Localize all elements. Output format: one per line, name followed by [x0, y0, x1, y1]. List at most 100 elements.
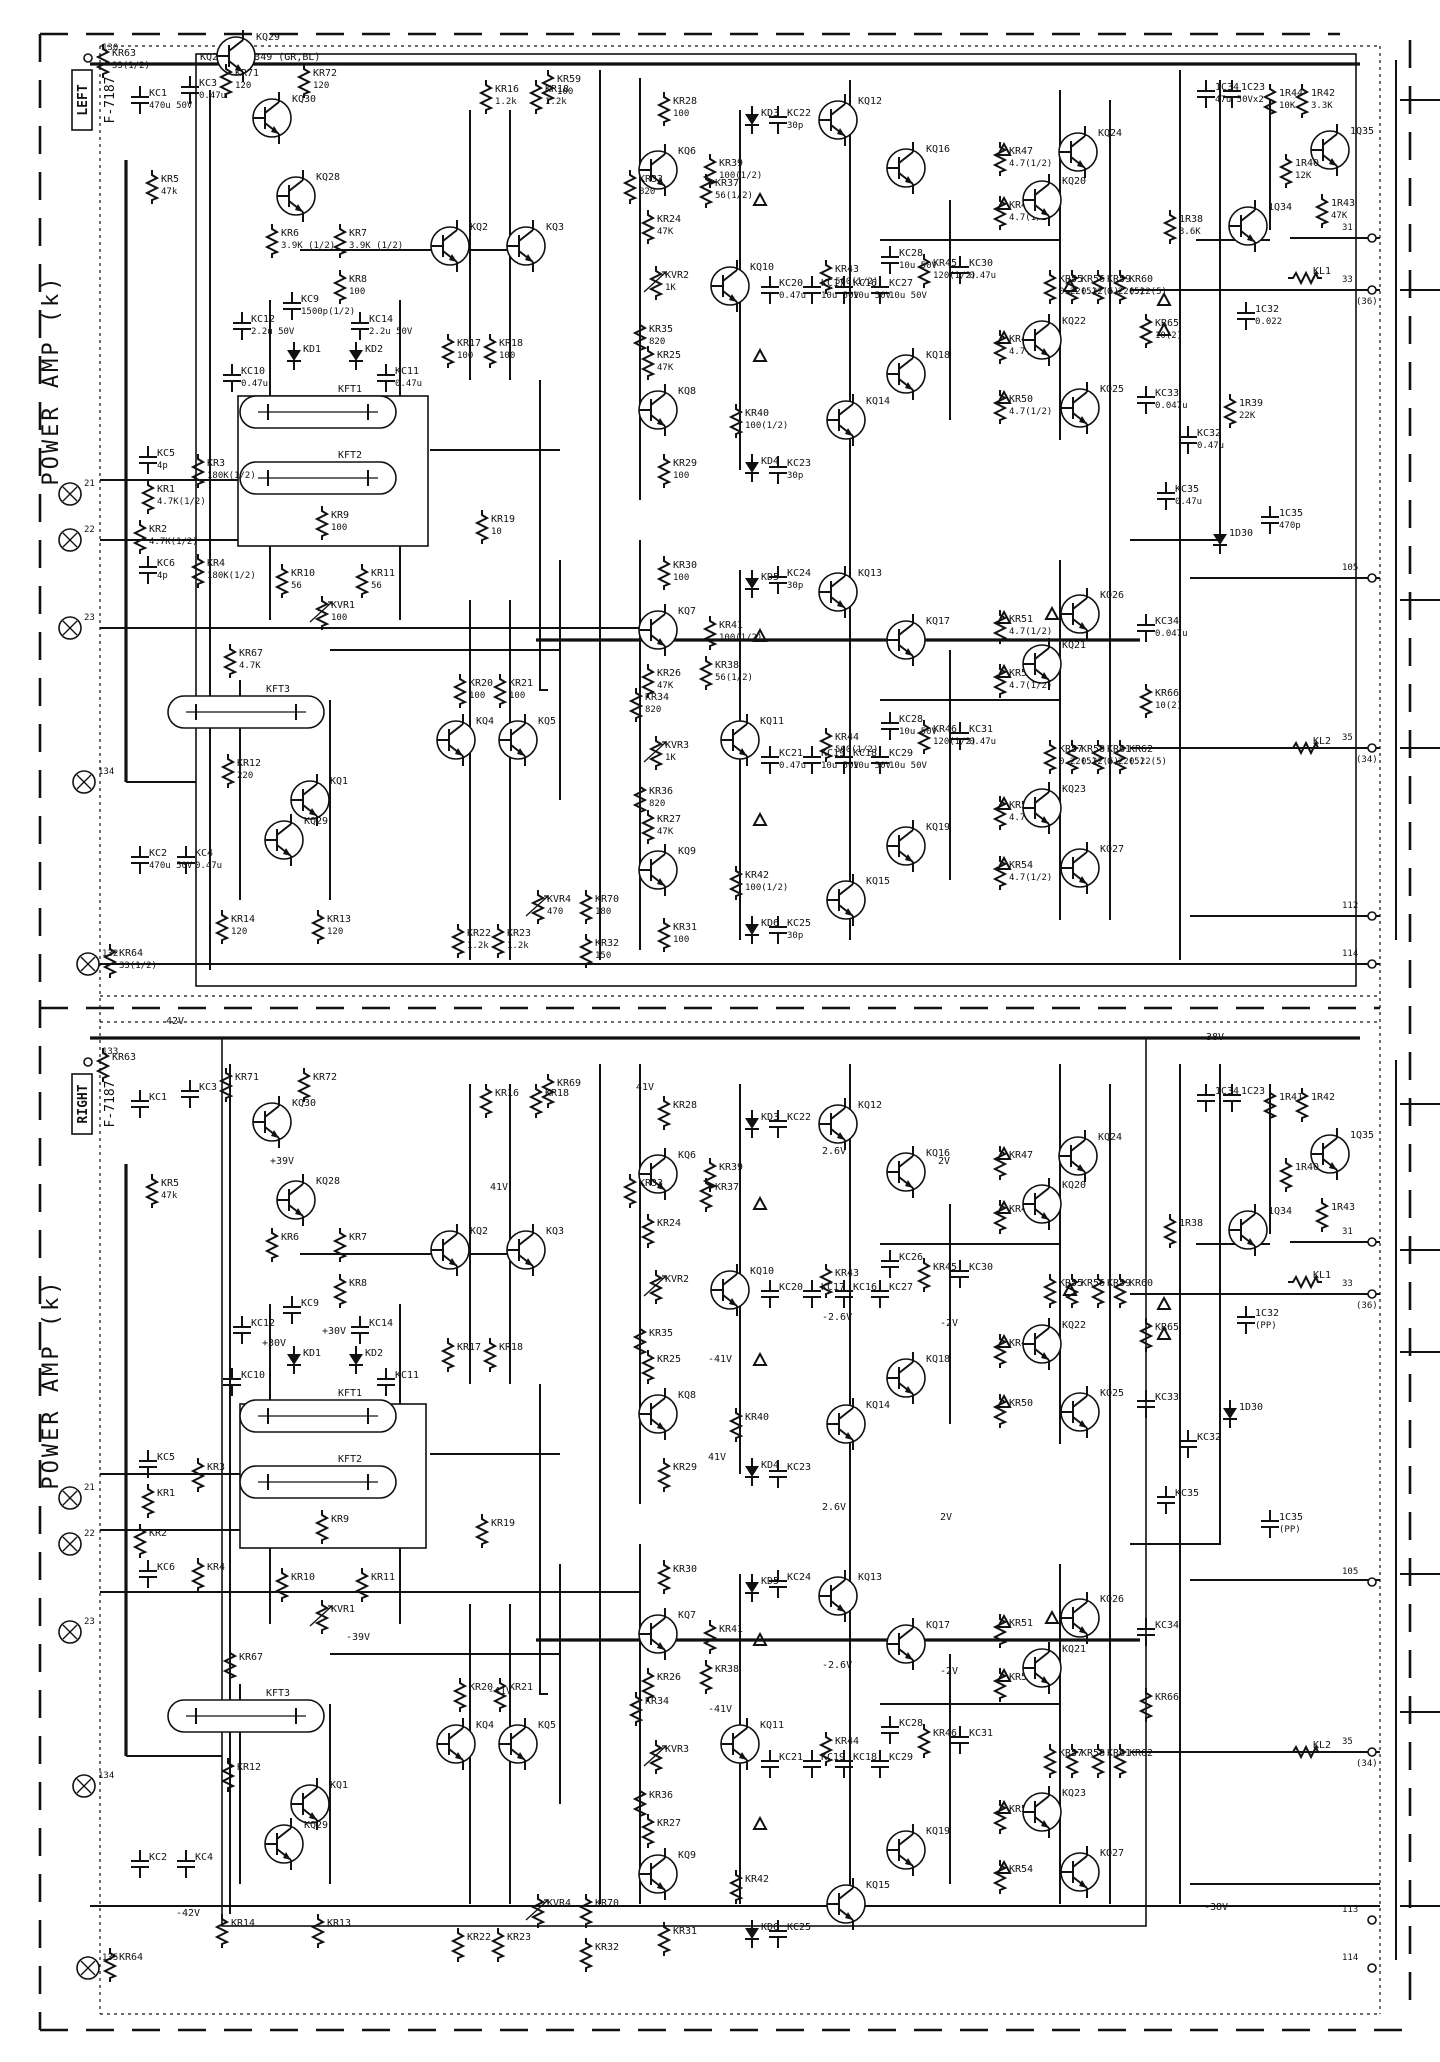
- component-ref: KFT3: [266, 1688, 290, 1699]
- component-ref: KQ24: [1098, 128, 1122, 139]
- component-ref: KC14: [369, 314, 393, 325]
- resistor-kr65: KR6510(2): [1140, 313, 1182, 349]
- component-value: 30p: [787, 931, 803, 941]
- component-ref: KC6: [157, 558, 175, 569]
- dual-fet-kft1: KFT1: [239, 1388, 397, 1433]
- component-value: 470p: [1279, 521, 1301, 531]
- component-ref: KC20: [779, 1282, 803, 1293]
- component-ref: KQ11: [760, 1720, 784, 1731]
- component-value: 470: [547, 907, 563, 917]
- component-ref: KQ12: [858, 96, 882, 107]
- component-ref: KR19: [491, 1518, 515, 1529]
- component-ref: KQ26: [1100, 1594, 1124, 1605]
- component-ref: KR2: [149, 1528, 167, 1539]
- resistor-kr69: KR69: [542, 1073, 581, 1109]
- resistor-kr12: KR12: [222, 1757, 261, 1793]
- resistor-kr27: KR27: [642, 1813, 681, 1849]
- resistor-kr50: KR50: [994, 1393, 1033, 1429]
- diode-kd1: KD1: [286, 341, 321, 371]
- transistor-kq8: KQ8: [638, 1387, 696, 1441]
- terminal-number: 35: [1342, 1737, 1353, 1747]
- component-ref: KD1: [303, 344, 321, 355]
- transistor-kq14: KQ14: [826, 1397, 890, 1451]
- component-ref: KR37: [715, 178, 739, 189]
- transistor-kq30: KQ30: [252, 91, 316, 145]
- component-ref: KC6: [157, 1562, 175, 1573]
- component-ref: 1Q35: [1350, 126, 1374, 137]
- component-ref: KR14: [231, 914, 255, 925]
- component-ref: 1R43: [1331, 1202, 1355, 1213]
- resistor-kr45: KR45: [918, 1257, 957, 1293]
- resistor-kr28: KR28: [658, 1095, 697, 1131]
- component-value: 820: [639, 187, 655, 197]
- component-ref: KFT1: [338, 1388, 362, 1399]
- component-ref: KQ27: [1100, 1848, 1124, 1859]
- resistor-kr19: KR19: [476, 1513, 515, 1549]
- capacitor-kc30: KC30: [950, 1259, 993, 1289]
- component-ref: KQ13: [858, 1572, 882, 1583]
- resistor-1r41: 1R41: [1264, 1087, 1303, 1123]
- component-ref: KR10: [291, 568, 315, 579]
- component-ref: KR64: [119, 948, 143, 959]
- component-ref: KC17: [821, 1282, 845, 1293]
- capacitor-kc17: KC17: [802, 1279, 845, 1309]
- transistor-kq27: KQ27: [1060, 1845, 1124, 1899]
- voltage-annotation: 38V: [1206, 1032, 1224, 1043]
- component-ref: 1D30: [1229, 528, 1253, 539]
- component-ref: KC28: [899, 1718, 923, 1729]
- resistor-kr44: KR44: [820, 1731, 859, 1767]
- component-ref: KR60: [1129, 274, 1153, 285]
- component-ref: KR11: [371, 568, 395, 579]
- component-ref: KC34: [1155, 1620, 1179, 1631]
- voltage-annotation: -2V: [940, 1318, 958, 1329]
- component-value: 4.7(1/2): [1009, 627, 1052, 637]
- component-ref: KC10: [241, 366, 265, 377]
- component-ref: KC1: [149, 88, 167, 99]
- resistor-kr6: KR63.9K (1/2): [266, 223, 335, 259]
- component-ref: KC32: [1197, 428, 1221, 439]
- transistor-kq7: KQ7: [638, 1607, 696, 1661]
- terminal-mid: 134: [72, 1771, 114, 1798]
- component-ref: KR5: [161, 174, 179, 185]
- capacitor-kc9: KC9: [282, 1295, 319, 1325]
- component-ref: KR10: [291, 1572, 315, 1583]
- component-value: 10u 50V: [821, 761, 860, 771]
- component-ref: KR72: [313, 68, 337, 79]
- component-ref: KQ27: [1100, 844, 1124, 855]
- transistor-kq2: KQ2: [430, 1223, 488, 1277]
- component-value: 2.2u 50V: [251, 327, 295, 337]
- component-ref: KR66: [1155, 1692, 1179, 1703]
- component-ref: KQ14: [866, 1400, 890, 1411]
- component-ref: KC27: [889, 278, 913, 289]
- component-value: 12K: [1295, 171, 1312, 181]
- transistor-kq10: KQ10: [710, 259, 774, 313]
- component-value: 10(2): [1155, 701, 1182, 711]
- transistor-kq26: KQ26: [1060, 587, 1124, 641]
- component-ref: KQ25: [1100, 384, 1124, 395]
- component-ref: KR30: [673, 1564, 697, 1575]
- component-ref: KC16: [853, 1282, 877, 1293]
- capacitor-kc11: KC11: [376, 1367, 419, 1397]
- component-ref: KC35: [1175, 1488, 1199, 1499]
- transistor-kq11: KQ11: [720, 1717, 784, 1771]
- capacitor-1c23: 1C23: [1222, 79, 1265, 109]
- transistor-kq16: KQ16: [886, 1145, 950, 1199]
- capacitor-kc14: KC14: [350, 1315, 393, 1345]
- component-ref: 1R43: [1331, 198, 1355, 209]
- transistor-kq28: KQ28: [276, 169, 340, 223]
- component-value: 1.2k: [507, 941, 529, 951]
- component-ref: KQ7: [678, 606, 696, 617]
- component-value: 4.7K(1/2): [157, 497, 206, 507]
